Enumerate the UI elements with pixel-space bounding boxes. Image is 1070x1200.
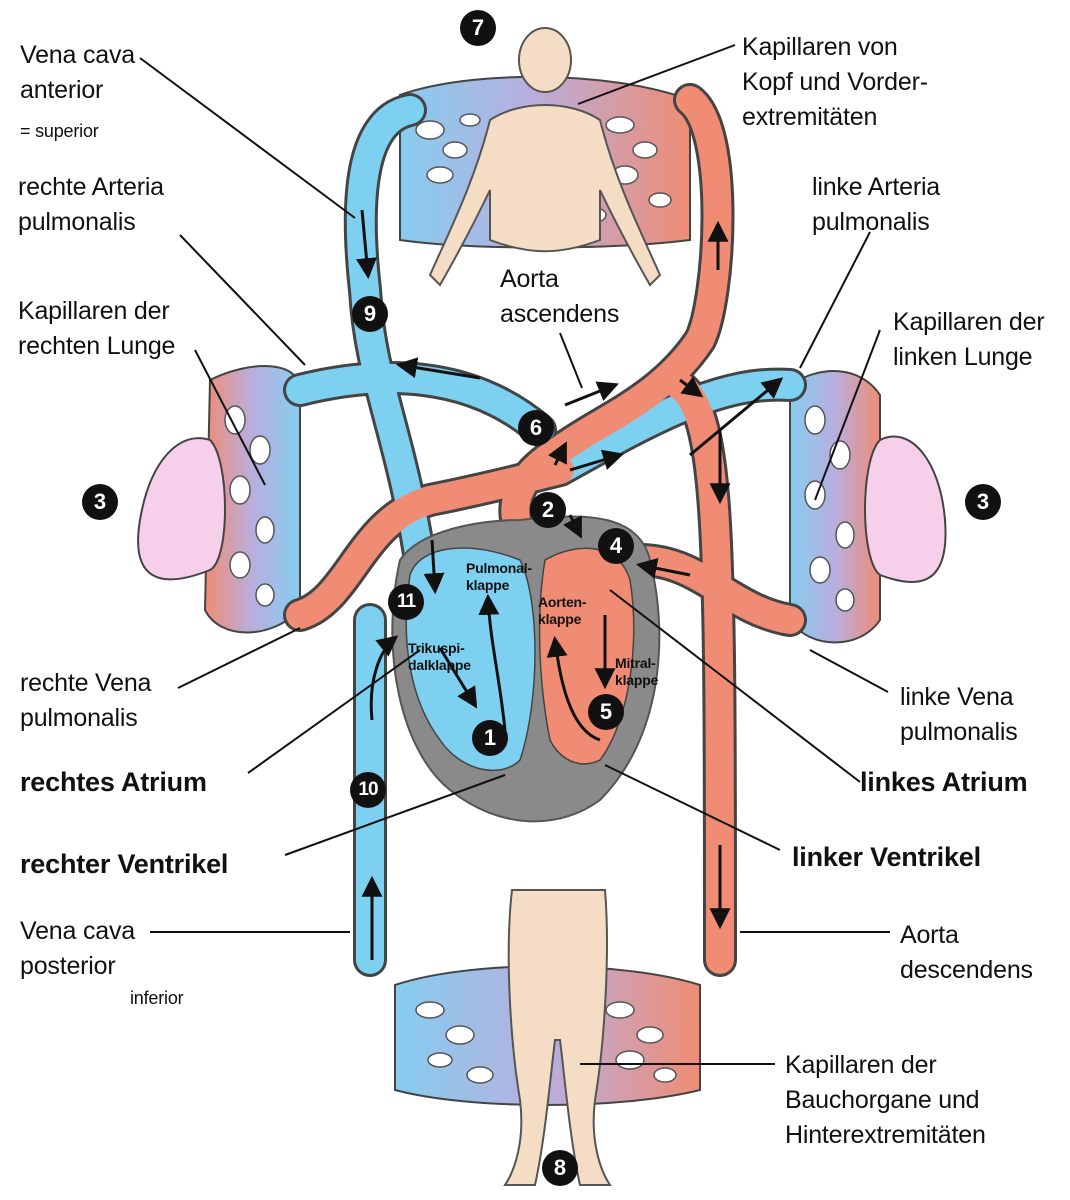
step-badge-6: 6 xyxy=(518,410,554,446)
step-badge-3-right: 3 xyxy=(965,484,1001,520)
step-badge-9: 9 xyxy=(352,296,388,332)
right-lung xyxy=(138,438,225,579)
label-rechtes-atrium: rechtes Atrium xyxy=(20,765,207,800)
label-linkes-atrium: linkes Atrium xyxy=(860,765,1027,800)
step-badge-5: 5 xyxy=(588,694,624,730)
step-badge-1: 1 xyxy=(472,720,508,756)
label-superior-note: = superior xyxy=(20,120,99,142)
label-pulmonalklappe: Pulmonal- klappe xyxy=(466,560,532,594)
step-badge-7: 7 xyxy=(460,10,496,46)
step-badge-11: 11 xyxy=(388,584,424,620)
label-vena-cava-posterior: Vena cava posterior xyxy=(20,914,135,984)
label-inferior-note: inferior xyxy=(130,987,183,1009)
label-trikuspidalklappe: Trikuspi- dalklappe xyxy=(408,640,471,674)
label-aorta-descendens: Aorta descendens xyxy=(900,918,1033,988)
label-rechter-ventrikel: rechter Ventrikel xyxy=(20,847,228,882)
step-badge-8: 8 xyxy=(542,1150,578,1186)
label-linke-vena-pulmonalis: linke Vena pulmonalis xyxy=(900,680,1018,750)
label-aortenklappe: Aorten- klappe xyxy=(538,594,586,628)
step-badge-4: 4 xyxy=(598,528,634,564)
label-kapillaren-linke-lunge: Kapillaren der linken Lunge xyxy=(893,305,1044,375)
label-kapillaren-bauchorgane: Kapillaren der Bauchorgane und Hinterext… xyxy=(785,1048,986,1153)
label-rechte-arteria-pulmonalis: rechte Arteria pulmonalis xyxy=(18,170,164,240)
label-mitralklappe: Mitral- klappe xyxy=(615,655,658,689)
step-badge-2: 2 xyxy=(530,492,566,528)
label-vena-cava-anterior: Vena cava anterior xyxy=(20,38,135,108)
label-aorta-ascendens: Aorta ascendens xyxy=(500,262,619,332)
lower-body-figure xyxy=(505,890,610,1185)
step-badge-3-left: 3 xyxy=(82,484,118,520)
left-lung xyxy=(865,437,946,582)
label-rechte-vena-pulmonalis: rechte Vena pulmonalis xyxy=(20,666,151,736)
label-kapillaren-kopf: Kapillaren von Kopf und Vorder- extremit… xyxy=(742,30,928,135)
step-badge-10: 10 xyxy=(350,772,386,808)
label-linke-arteria-pulmonalis: linke Arteria pulmonalis xyxy=(812,170,940,240)
label-kapillaren-rechte-lunge: Kapillaren der rechten Lunge xyxy=(18,294,175,364)
label-linker-ventrikel: linker Ventrikel xyxy=(792,840,981,875)
